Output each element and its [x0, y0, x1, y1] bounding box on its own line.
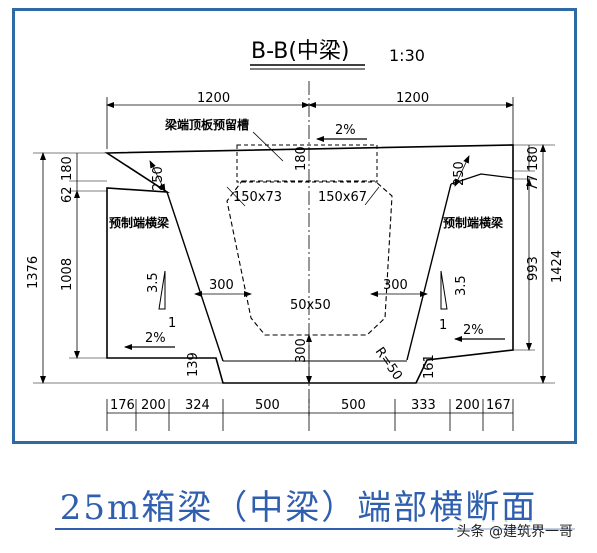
- drawing-scale: 1:30: [389, 46, 425, 65]
- inner-void-outline: [226, 180, 393, 336]
- bottom-ticks: [106, 399, 514, 431]
- dim-line-left-250: [149, 160, 166, 192]
- label-chamfer-left: 150x73: [233, 190, 282, 205]
- ratio-left-w: 1: [168, 316, 176, 331]
- dim-bottom-5: 333: [411, 398, 436, 413]
- ratio-left-h: 3.5: [146, 272, 161, 293]
- dim-bottom-1: 200: [141, 398, 166, 413]
- drawing-title: B-B(中梁): [251, 39, 350, 64]
- slope-top: 2%: [335, 123, 356, 138]
- dim-right-161: 161: [422, 354, 437, 379]
- drawing-frame: B-B(中梁) 1:30 1200 1200 梁端顶板预留槽 2% 2% 2% …: [12, 8, 577, 444]
- label-chamfer-right: 150x67: [318, 190, 367, 205]
- dim-left-180: 180: [60, 156, 75, 181]
- dim-right-77: 77: [526, 174, 541, 191]
- ratio-right-w: 1: [439, 318, 447, 333]
- caption-underline: [55, 528, 575, 530]
- dim-left-1008: 1008: [60, 258, 75, 291]
- dim-slot-depth: 180: [294, 146, 309, 171]
- cross-section-drawing: B-B(中梁) 1:30 1200 1200 梁端顶板预留槽 2% 2% 2% …: [26, 39, 565, 431]
- label-reserved-slot: 梁端顶板预留槽: [164, 117, 249, 132]
- ratio-triangle-left: [158, 270, 166, 310]
- dim-bottom-slab: 300: [294, 338, 309, 363]
- dim-web-left: 300: [209, 278, 234, 293]
- dim-left-139: 139: [186, 352, 201, 377]
- left-web-outer: [166, 191, 224, 362]
- dim-bottom-6: 200: [455, 398, 480, 413]
- ratio-right-h: 3.5: [454, 275, 469, 296]
- dim-right-1424: 1424: [550, 250, 565, 283]
- leader-reserved-slot: [252, 131, 284, 162]
- slope-left: 2%: [145, 331, 166, 346]
- slope-right: 2%: [463, 323, 484, 338]
- leader-chamfer-left: [226, 186, 246, 207]
- dim-left-1376: 1376: [26, 256, 41, 289]
- right-web-outer: [406, 183, 452, 361]
- dim-bottom-4: 500: [341, 398, 366, 413]
- dim-line-right-250: [454, 155, 470, 187]
- label-radius: R=50: [372, 345, 405, 383]
- label-precast-beam-right: 预制端横梁: [443, 215, 503, 230]
- dim-bottom-3: 500: [255, 398, 280, 413]
- leader-chamfer-right: [364, 186, 380, 206]
- top-reserved-slot: [236, 144, 378, 183]
- dim-left-62: 62: [60, 186, 75, 203]
- label-chamfer-bottom: 50x50: [290, 298, 331, 313]
- dim-right-180: 180: [526, 146, 541, 171]
- ratio-triangle-right: [440, 270, 448, 310]
- dim-web-right: 300: [383, 278, 408, 293]
- watermark: 头条 @建筑界一哥: [452, 520, 577, 542]
- dim-top-right: 1200: [396, 91, 429, 106]
- dim-right-993: 993: [526, 256, 541, 281]
- dim-top-left: 1200: [197, 91, 230, 106]
- dim-bottom-0: 176: [110, 398, 135, 413]
- dim-bottom-2: 324: [185, 398, 210, 413]
- dim-bottom-7: 167: [486, 398, 511, 413]
- label-precast-beam-left: 预制端横梁: [109, 215, 169, 230]
